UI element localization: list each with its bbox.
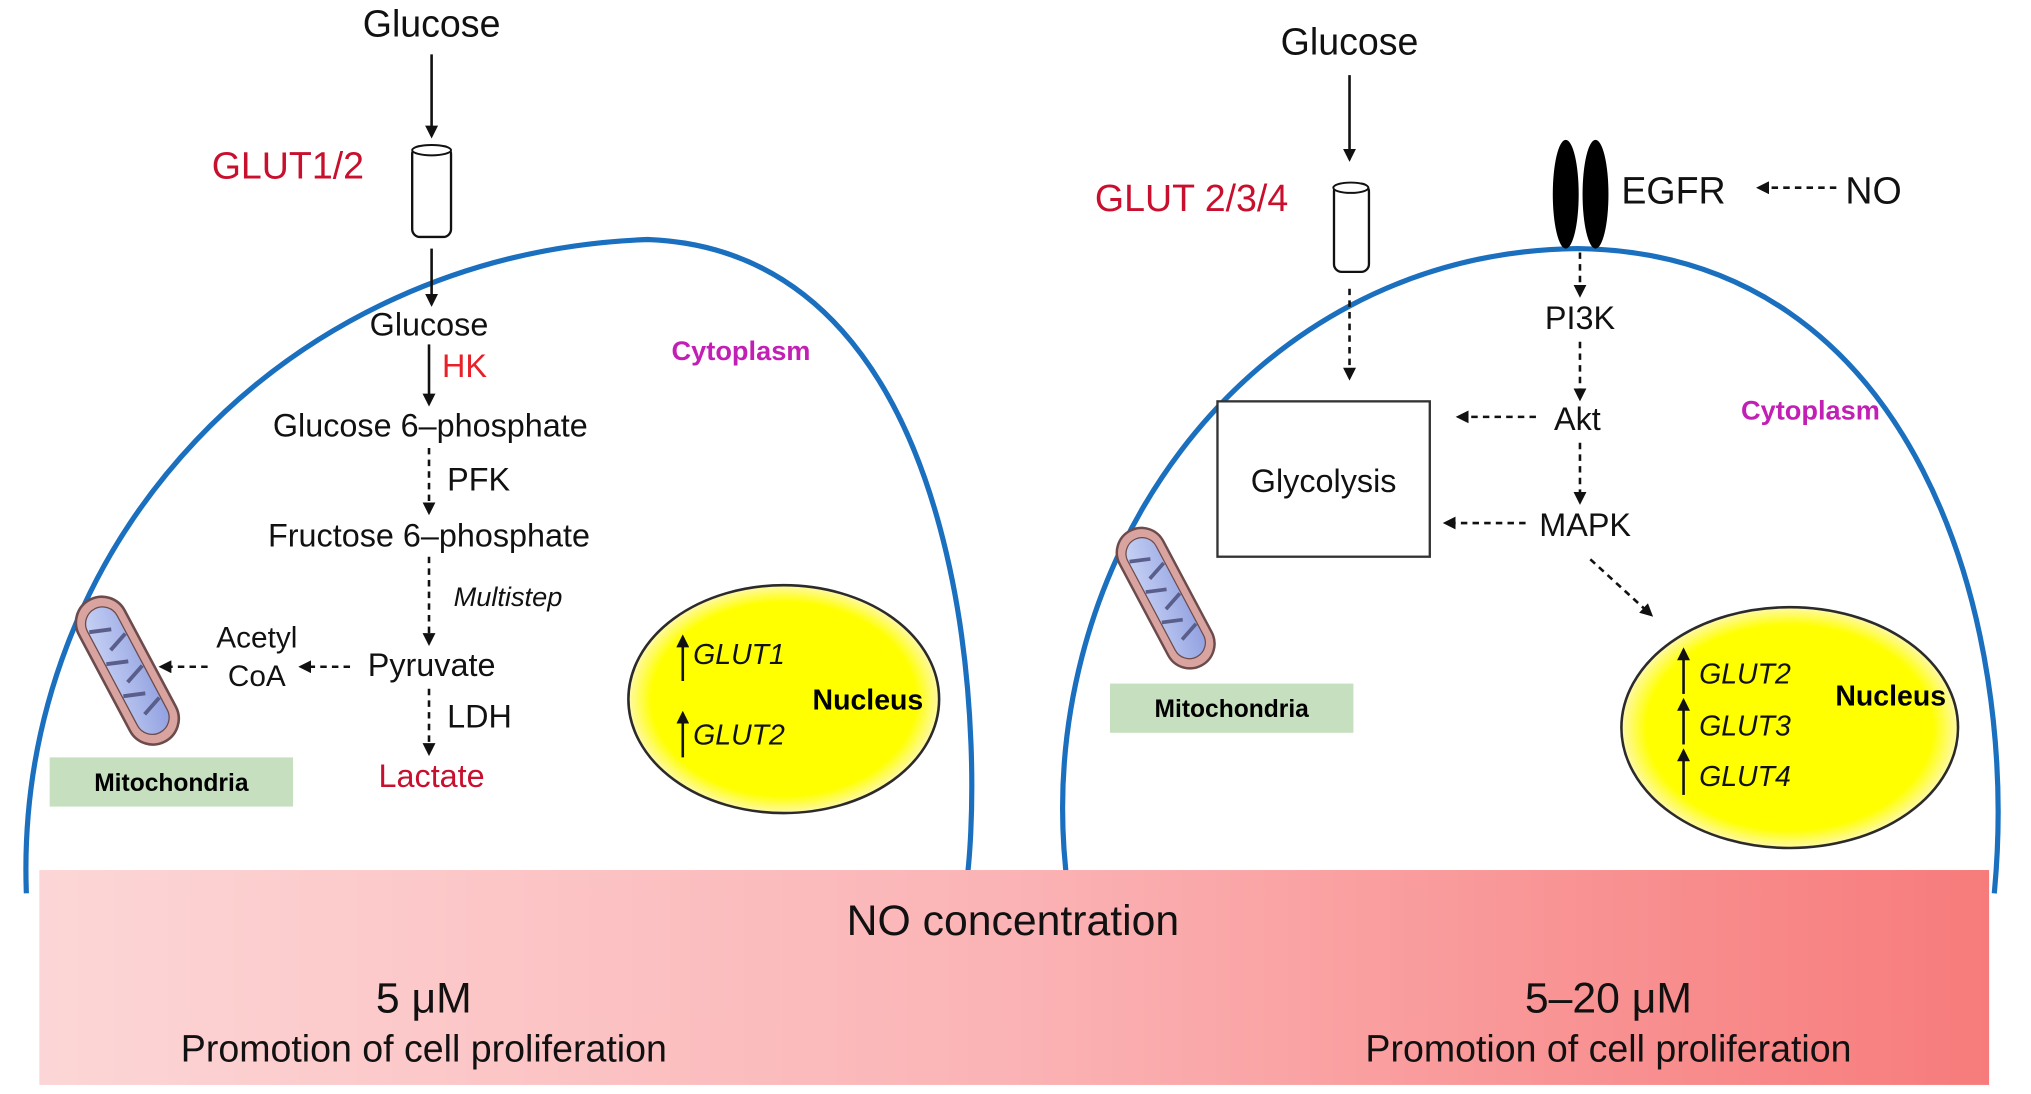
acetyl-coa-line2: CoA: [228, 660, 286, 693]
fructose-6-phosphate: Fructose 6–phosphate: [268, 517, 590, 553]
egfr-label: EGFR: [1621, 169, 1725, 211]
pyruvate: Pyruvate: [368, 647, 496, 683]
left-cell-membrane: [23, 236, 975, 894]
akt-label: Akt: [1554, 401, 1601, 437]
left-nucleus-label: Nucleus: [813, 684, 924, 716]
right-cell: Glucose GLUT 2/3/4 Glycolysis EGFR NO PI…: [1060, 20, 2001, 894]
left-cytoplasm-label: Cytoplasm: [672, 335, 811, 366]
right-cell-membrane: [1060, 245, 2001, 894]
left-mitochondria-label: Mitochondria: [94, 770, 249, 797]
left-mitochondria-label-bg: [49, 757, 294, 807]
left-gene-glut1: GLUT1: [693, 639, 785, 671]
right-glucose-outside: Glucose: [1281, 20, 1419, 62]
egfr-receptor-icon: [1552, 139, 1609, 249]
left-glucose-outside: Glucose: [363, 2, 501, 44]
left-transporter-label: GLUT1/2: [212, 145, 364, 187]
right-nucleus: Nucleus GLUT2 GLUT3 GLUT4: [1620, 605, 1960, 850]
enzyme-pfk: PFK: [447, 462, 510, 498]
enzyme-hk: HK: [442, 348, 487, 384]
mapk-label: MAPK: [1539, 507, 1631, 543]
right-cytoplasm-label: Cytoplasm: [1741, 394, 1880, 425]
left-mitochondria-icon: [64, 585, 190, 756]
right-gene-glut3: GLUT3: [1699, 710, 1791, 742]
glycolysis-label: Glycolysis: [1251, 463, 1397, 499]
no-stimulus-label: NO: [1845, 169, 1901, 211]
banner-right-effect: Promotion of cell proliferation: [1365, 1028, 1851, 1070]
banner-left-effect: Promotion of cell proliferation: [181, 1028, 667, 1070]
glycolysis-box: [1216, 400, 1431, 558]
no-concentration-banner: NO concentration 5 μM Promotion of cell …: [39, 870, 1990, 1085]
right-mitochondria-icon: [1106, 517, 1226, 679]
mapk-to-nucleus-arrow: [1589, 558, 1654, 617]
glucose-6-phosphate: Glucose 6–phosphate: [273, 407, 588, 443]
glut-transporter-icon: [411, 144, 453, 239]
lactate: Lactate: [379, 758, 485, 794]
pi3k-label: PI3K: [1545, 300, 1616, 336]
banner-title: NO concentration: [847, 897, 1179, 945]
glut-transporter-icon: [1332, 181, 1371, 274]
multistep-label: Multistep: [454, 581, 563, 612]
right-nucleus-label: Nucleus: [1835, 681, 1946, 713]
left-glucose-inside: Glucose: [370, 306, 489, 342]
left-cell: Glucose GLUT1/2 Glucose HK Glucose 6–pho…: [23, 2, 975, 894]
left-gene-glut2: GLUT2: [693, 719, 785, 751]
right-mitochondria-label-bg: [1110, 683, 1354, 733]
concentration-gradient-bar: [39, 870, 1990, 1085]
right-transporter-label: GLUT 2/3/4: [1095, 177, 1288, 219]
banner-left-value: 5 μM: [376, 974, 472, 1022]
enzyme-ldh: LDH: [447, 699, 512, 735]
right-mitochondria-label: Mitochondria: [1155, 696, 1310, 723]
banner-right-value: 5–20 μM: [1525, 974, 1692, 1022]
right-gene-glut4: GLUT4: [1699, 761, 1791, 793]
left-nucleus: Nucleus GLUT1 GLUT2: [627, 583, 941, 815]
acetyl-coa-line1: Acetyl: [216, 621, 297, 654]
right-gene-glut2: GLUT2: [1699, 659, 1791, 691]
